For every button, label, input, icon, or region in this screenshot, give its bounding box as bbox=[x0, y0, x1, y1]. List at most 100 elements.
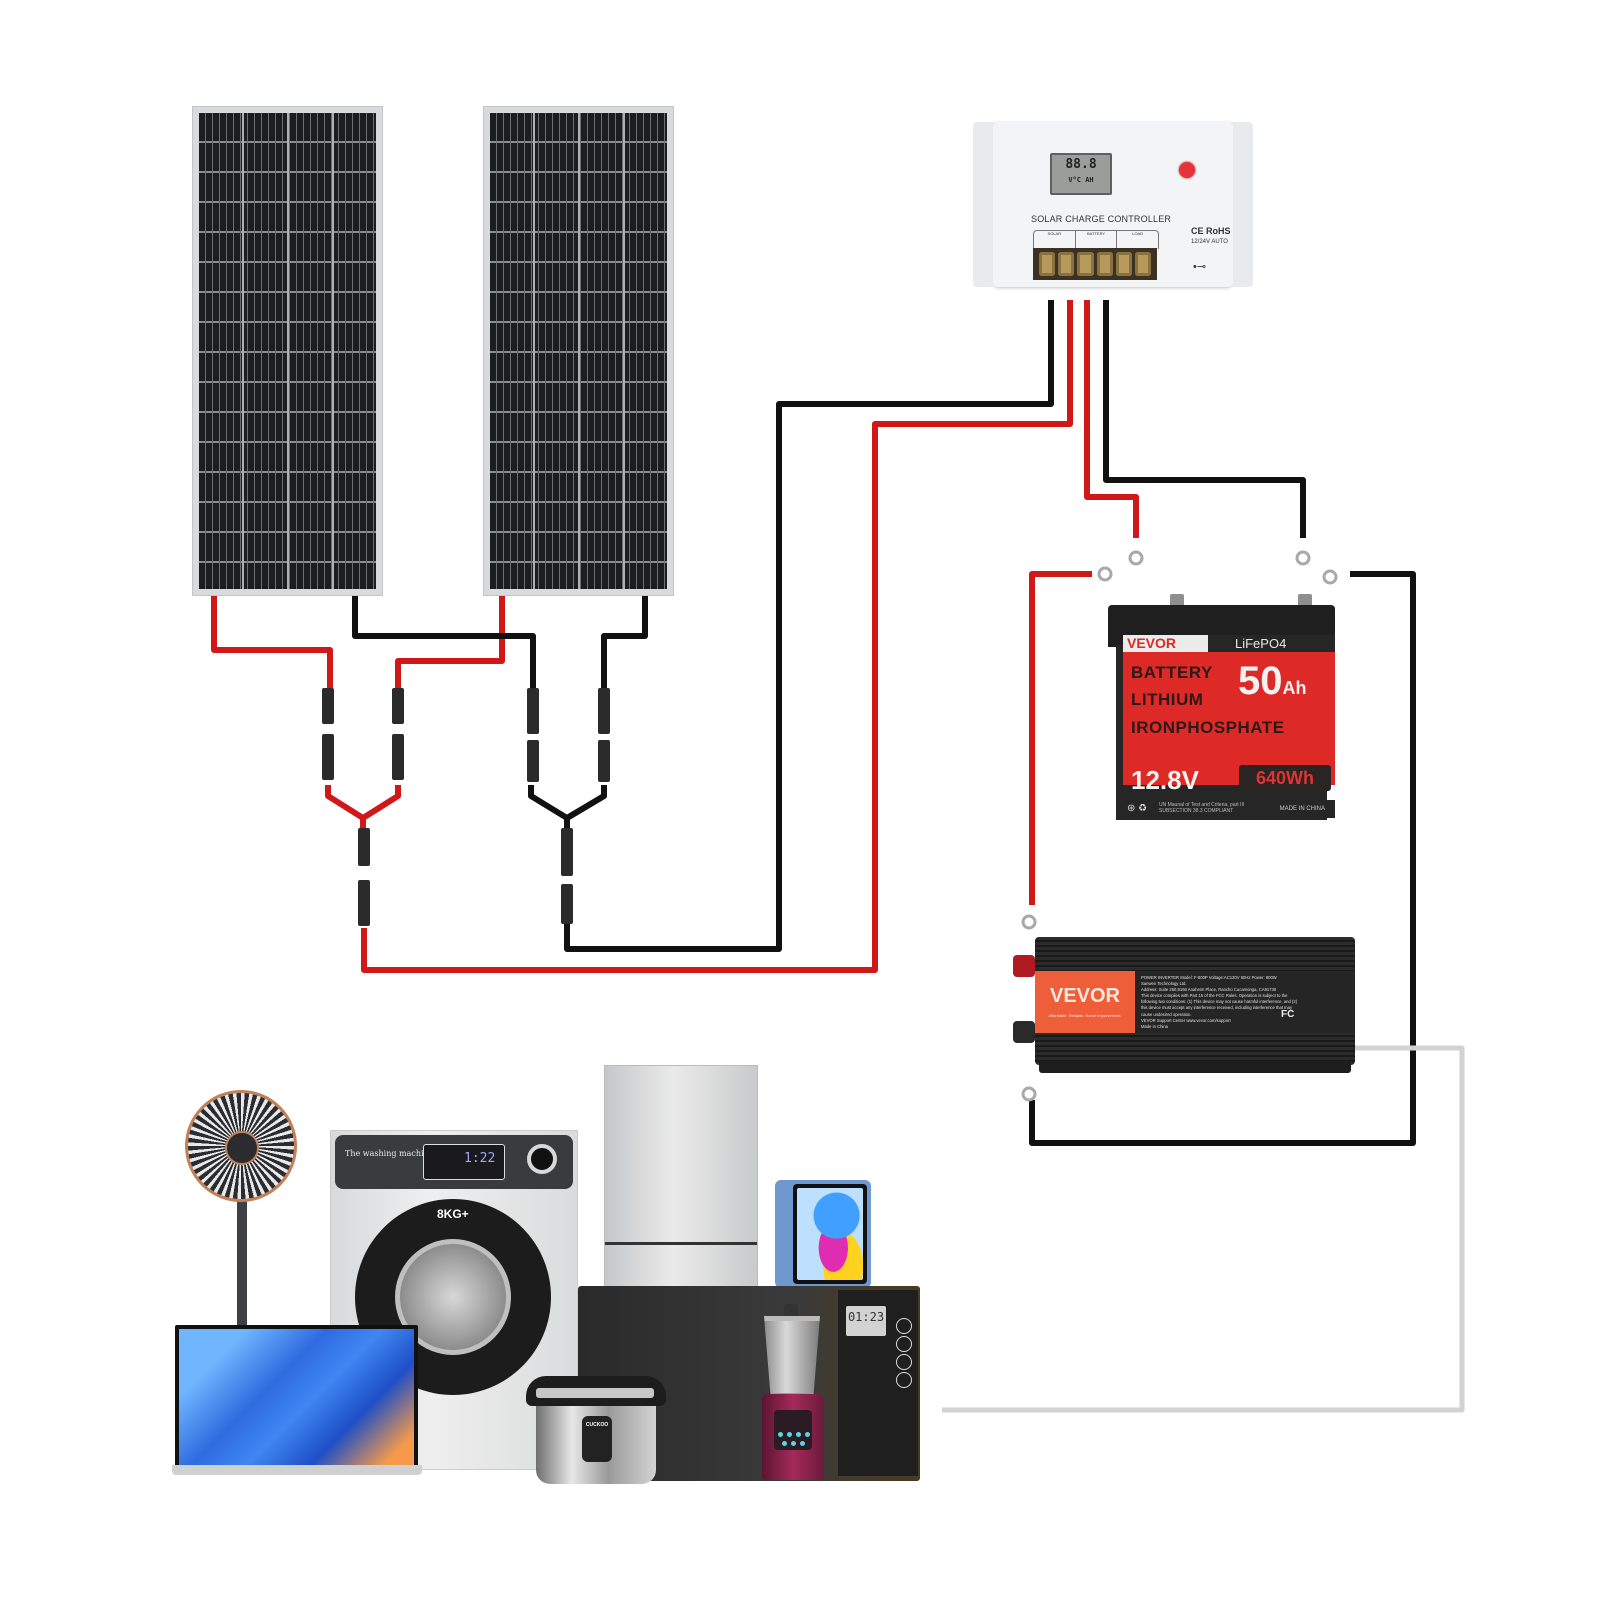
mc4-connector bbox=[322, 688, 334, 724]
solar-panel-2 bbox=[483, 106, 674, 596]
wire-panel1-positive bbox=[211, 590, 333, 688]
battery-line3: IRONPHOSPHATE bbox=[1131, 718, 1285, 737]
blender-control-pad bbox=[774, 1410, 812, 1450]
tablet-wallpaper bbox=[797, 1188, 863, 1280]
battery-label: VEVOR LiFePO4 BATTERY LITHIUM IRONPHOSPH… bbox=[1123, 635, 1335, 818]
battery-brand: VEVOR bbox=[1123, 635, 1208, 652]
usb-icon: •⊸ bbox=[1193, 261, 1207, 273]
solar-panel-1 bbox=[192, 106, 383, 596]
blender-base bbox=[762, 1394, 824, 1480]
mc4-connector bbox=[392, 734, 404, 780]
battery-chemistry: LiFePO4 bbox=[1235, 636, 1287, 651]
fan-pole bbox=[237, 1200, 247, 1330]
power-inverter: VEVOR Affordable. Reliable. Home Improve… bbox=[1013, 937, 1357, 1097]
mc4-connector bbox=[598, 740, 610, 782]
fcc-icon: FC bbox=[1281, 1009, 1295, 1020]
terminal-screw bbox=[1039, 252, 1056, 276]
battery-voltage: 12.8V bbox=[1131, 765, 1199, 795]
fridge-door-gap bbox=[605, 1242, 757, 1245]
terminal-labels: SOLAR BATTERY LOAD bbox=[1033, 230, 1159, 249]
wire-battery-positive bbox=[1084, 300, 1139, 538]
wire-main-negative bbox=[564, 300, 1054, 952]
mc4-connector bbox=[527, 688, 539, 734]
mc4-connector bbox=[561, 884, 573, 924]
certification-mark: CE RoHS bbox=[1191, 226, 1231, 236]
laptop-screen bbox=[179, 1329, 414, 1465]
voltage-mode: 12/24V AUTO bbox=[1191, 239, 1228, 245]
terminal-label-solar: SOLAR bbox=[1034, 231, 1076, 249]
wire-panel1-negative bbox=[352, 590, 536, 688]
terminal-screw bbox=[1134, 252, 1152, 276]
status-led bbox=[1179, 162, 1195, 178]
battery-line1: BATTERY bbox=[1131, 663, 1213, 682]
lcd-value: 88.8 bbox=[1065, 157, 1097, 172]
inverter-spec-text: POWER INVERTER Model: F-800P Voltage:AC1… bbox=[1141, 975, 1298, 1029]
cooker-brand: CUCKOO bbox=[585, 1422, 609, 1428]
refrigerator bbox=[604, 1065, 758, 1290]
mc4-connector bbox=[598, 688, 610, 734]
terminal-screw bbox=[1115, 252, 1132, 276]
inverter-negative-terminal bbox=[1013, 1021, 1035, 1043]
washer-drum bbox=[395, 1239, 511, 1355]
battery-energy: 640Wh bbox=[1239, 765, 1331, 791]
battery-line2: LITHIUM bbox=[1131, 690, 1204, 709]
inverter-logo: VEVOR Affordable. Reliable. Home Improve… bbox=[1035, 971, 1135, 1033]
wire-panel2-positive bbox=[395, 590, 505, 688]
wire-y-negative bbox=[528, 785, 607, 830]
charge-controller: 88.8 V°C AH SOLAR CHARGE CONTROLLER CE R… bbox=[973, 122, 1253, 287]
mc4-connector bbox=[322, 734, 334, 780]
microwave-button bbox=[896, 1354, 912, 1370]
mc4-connector bbox=[561, 828, 573, 876]
solar-cells bbox=[490, 113, 667, 589]
microwave-display: 01:23 bbox=[846, 1306, 886, 1336]
ring-terminal bbox=[1021, 914, 1037, 930]
wire-ac-output bbox=[942, 1045, 1465, 1413]
terminal-block bbox=[1033, 248, 1157, 280]
cooker-body: CUCKOO bbox=[536, 1406, 656, 1484]
inverter-label-plate: VEVOR Affordable. Reliable. Home Improve… bbox=[1035, 971, 1355, 1033]
microwave-button bbox=[896, 1336, 912, 1352]
microwave-button bbox=[896, 1318, 912, 1334]
lcd-display: 88.8 V°C AH bbox=[1050, 153, 1112, 195]
washer-capacity: 8KG+ bbox=[437, 1207, 469, 1221]
lifepo4-battery: VEVOR LiFePO4 BATTERY LITHIUM IRONPHOSPH… bbox=[1108, 594, 1335, 820]
mc4-connector bbox=[358, 880, 370, 926]
microwave-button bbox=[896, 1372, 912, 1388]
inverter-brand: VEVOR bbox=[1049, 985, 1121, 1007]
ring-terminal bbox=[1322, 569, 1338, 585]
tablet-screen bbox=[793, 1184, 867, 1284]
terminal-screw bbox=[1058, 252, 1075, 276]
laptop-base bbox=[172, 1465, 422, 1475]
mc4-connector bbox=[392, 688, 404, 724]
ring-terminal bbox=[1295, 550, 1311, 566]
washer-display: 1:22 bbox=[423, 1144, 505, 1180]
recycle-icon: ⊛ ♻ bbox=[1127, 803, 1148, 814]
tablet bbox=[775, 1180, 871, 1288]
blender bbox=[758, 1300, 832, 1484]
fan-hub bbox=[225, 1131, 259, 1165]
wire-panel2-negative bbox=[601, 590, 648, 688]
microwave-control-panel: 01:23 bbox=[838, 1290, 918, 1476]
capacity-value: 50 bbox=[1238, 659, 1283, 703]
battery-compliance: UN Maunal of Test and Criteria, part III… bbox=[1159, 802, 1245, 814]
washer-dial bbox=[527, 1144, 557, 1174]
laptop bbox=[175, 1325, 418, 1475]
terminal-label-battery: BATTERY bbox=[1076, 231, 1118, 249]
battery-origin: MADE IN CHINA bbox=[1279, 806, 1325, 812]
mc4-connector bbox=[527, 740, 539, 782]
inverter-tagline: Affordable. Reliable. Home Improvement. bbox=[1048, 1013, 1122, 1018]
capacity-unit: Ah bbox=[1282, 678, 1307, 698]
blender-jar bbox=[764, 1316, 820, 1398]
washer-time: 1:22 bbox=[464, 1151, 496, 1166]
mc4-connector bbox=[358, 828, 370, 866]
terminal-screw bbox=[1096, 252, 1113, 276]
terminal-screw bbox=[1077, 252, 1094, 276]
wire-inverter-positive bbox=[1029, 571, 1092, 905]
washer-label: The washing machine bbox=[345, 1149, 434, 1158]
standing-fan-icon bbox=[185, 1090, 297, 1202]
battery-capacity: 50Ah bbox=[1238, 661, 1307, 708]
inverter-positive-terminal bbox=[1013, 955, 1035, 977]
ring-terminal bbox=[1021, 1086, 1037, 1102]
wire-battery-negative bbox=[1103, 300, 1306, 538]
